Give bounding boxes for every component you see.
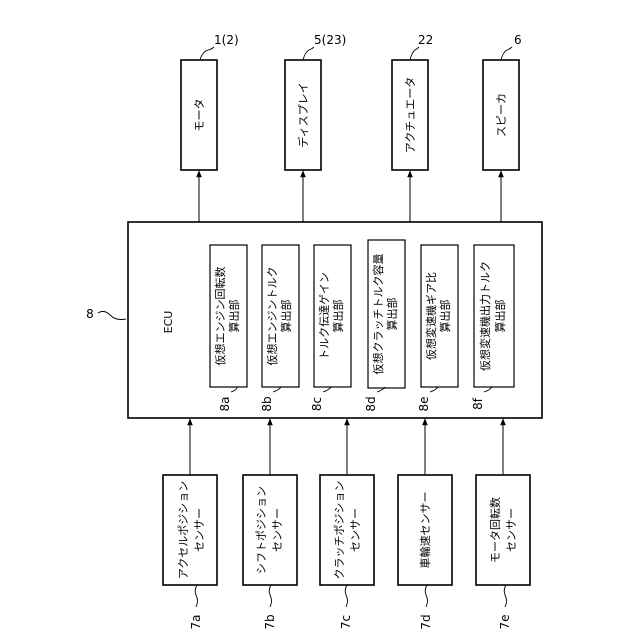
output-ref: 6 bbox=[514, 33, 522, 47]
output-ref-leader bbox=[501, 47, 512, 60]
sensor-line-1: クラッチポジション bbox=[333, 481, 346, 580]
calculator-line-1: 仮想変速機出力トルク bbox=[478, 261, 492, 371]
sensor-line-2: センサー bbox=[505, 508, 518, 552]
calculator-line-1: 仮想変速機ギア比 bbox=[424, 272, 438, 360]
sensor-ref-leader bbox=[345, 585, 347, 607]
output-ref: 22 bbox=[418, 33, 433, 47]
sensor-ref: 7a bbox=[189, 615, 203, 630]
output-label: モータ bbox=[193, 99, 206, 132]
calculator-ref: 8f bbox=[471, 397, 485, 410]
sensor-line-1: アクセルポジション bbox=[177, 481, 190, 579]
calculator-line-1: 仮想エンジン回転数 bbox=[213, 267, 227, 366]
calculator-line-1: トルク伝達ゲイン bbox=[318, 272, 331, 360]
sensor-line-1: モータ回転数 bbox=[489, 497, 502, 563]
calculator-line-2: 算出部 bbox=[385, 298, 399, 331]
calculator-line-2: 算出部 bbox=[331, 300, 345, 333]
sensor-ref-leader bbox=[269, 585, 271, 607]
calculator-ref: 8c bbox=[310, 397, 324, 411]
output-label: アクチュエータ bbox=[404, 77, 417, 153]
calculator-line-1: 仮想クラッチトルク容量 bbox=[371, 254, 385, 375]
sensor-motor-speed: モータ回転数 センサー 7e bbox=[476, 419, 530, 630]
sensor-line-2: センサー bbox=[193, 508, 206, 552]
sensor-ref-leader bbox=[425, 585, 427, 607]
sensor-shift-position: シフトポジション センサー 7b bbox=[243, 419, 297, 630]
sensor-line-1: 車輪速センサー bbox=[418, 492, 432, 569]
calculator-line-2: 算出部 bbox=[227, 300, 241, 333]
calculator-virtual-clutch-torque-capacity: 仮想クラッチトルク容量 算出部 8d bbox=[364, 240, 405, 412]
calculator-ref: 8b bbox=[260, 396, 274, 411]
sensor-clutch-position: クラッチポジション センサー 7c bbox=[320, 419, 374, 629]
output-ref-leader bbox=[410, 47, 419, 60]
calculator-line-1: 仮想エンジントルク bbox=[265, 267, 279, 366]
ecu-ref: 8 bbox=[86, 307, 94, 321]
calculator-virtual-output-torque: 仮想変速機出力トルク 算出部 8f bbox=[471, 245, 514, 410]
output-speaker: スピーカ 6 bbox=[483, 33, 522, 222]
output-ref: 5(23) bbox=[314, 33, 346, 47]
calculator-line-2: 算出部 bbox=[279, 300, 293, 333]
sensor-ref: 7b bbox=[263, 614, 277, 629]
sensor-ref: 7d bbox=[419, 614, 433, 629]
calculator-ref: 8a bbox=[218, 397, 232, 412]
sensor-ref: 7c bbox=[339, 615, 353, 629]
output-display: ディスプレイ 5(23) bbox=[285, 33, 346, 222]
sensor-wheel-speed: 車輪速センサー 7d bbox=[398, 419, 452, 630]
sensor-line-2: センサー bbox=[271, 508, 284, 552]
calculator-torque-transfer-gain: トルク伝達ゲイン 算出部 8c bbox=[310, 245, 351, 411]
output-actuator: アクチュエータ 22 bbox=[392, 33, 433, 222]
calculator-ref: 8d bbox=[364, 396, 378, 411]
output-label: ディスプレイ bbox=[296, 82, 310, 147]
calculator-line-2: 算出部 bbox=[493, 300, 507, 333]
sensor-line-1: シフトポジション bbox=[255, 486, 268, 574]
output-label: スピーカ bbox=[495, 93, 508, 137]
sensor-accelerator-position: アクセルポジション センサー 7a bbox=[163, 419, 217, 630]
output-motor: モータ 1(2) bbox=[181, 33, 239, 222]
output-ref-leader bbox=[303, 47, 314, 60]
calculator-virtual-engine-speed: 仮想エンジン回転数 算出部 8a bbox=[210, 245, 247, 412]
sensor-ref-leader bbox=[504, 585, 506, 607]
ecu-label: ECU bbox=[162, 311, 175, 334]
calculator-virtual-gear-ratio: 仮想変速機ギア比 算出部 8e bbox=[417, 245, 458, 412]
sensor-ref-leader bbox=[195, 585, 197, 607]
ecu-ref-leader bbox=[98, 311, 126, 319]
sensor-ref: 7e bbox=[498, 614, 512, 629]
sensor-line-2: センサー bbox=[349, 508, 362, 552]
calculator-line-2: 算出部 bbox=[438, 300, 452, 333]
calculator-virtual-engine-torque: 仮想エンジントルク 算出部 8b bbox=[260, 245, 299, 412]
calculator-ref: 8e bbox=[417, 396, 431, 411]
output-ref: 1(2) bbox=[214, 33, 239, 47]
output-ref-leader bbox=[200, 47, 214, 60]
